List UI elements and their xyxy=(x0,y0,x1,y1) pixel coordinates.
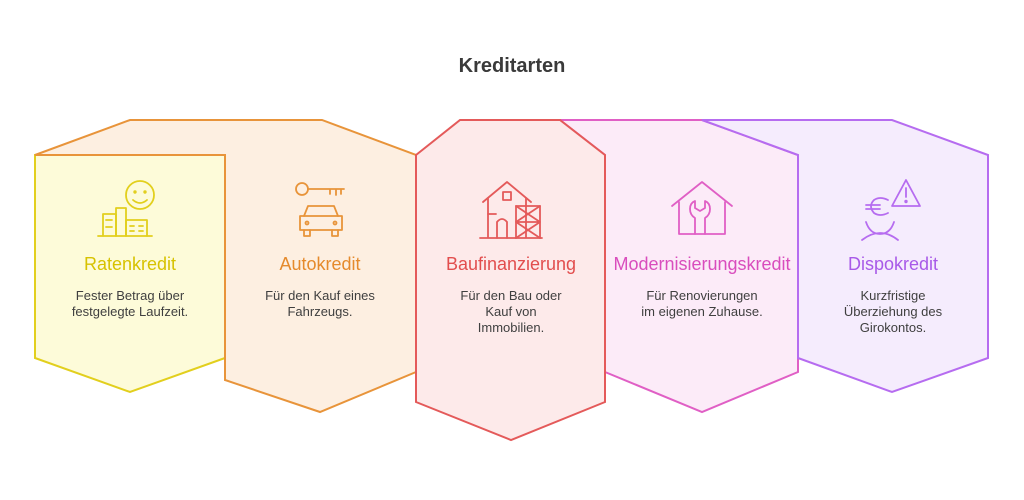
card-dispokredit-desc-line-2: Überziehung des xyxy=(844,304,943,319)
card-modernisierungskredit-title: Modernisierungskredit xyxy=(613,254,790,274)
diagram-title: Kreditarten xyxy=(459,55,566,77)
card-autokredit-desc-line-1: Für den Kauf eines xyxy=(265,288,375,303)
card-dispokredit-desc-line-1: Kurzfristige xyxy=(860,288,925,303)
card-ratenkredit-desc-line-1: Fester Betrag über xyxy=(76,288,185,303)
card-ratenkredit-desc-line-2: festgelegte Laufzeit. xyxy=(72,304,188,319)
card-modernisierungskredit-desc-line-1: Für Renovierungen xyxy=(646,288,757,303)
card-ratenkredit: Ratenkredit Fester Betrag über festgeleg… xyxy=(34,154,226,394)
card-dispokredit-desc-line-3: Girokontos. xyxy=(860,320,926,335)
car-key-icon xyxy=(295,182,345,237)
card-dispokredit-shape xyxy=(701,119,989,394)
house-wrench-icon xyxy=(671,181,733,235)
card-ratenkredit-title: Ratenkredit xyxy=(84,254,176,274)
card-dispokredit-title: Dispokredit xyxy=(848,254,938,274)
card-baufinanzierung-title: Baufinanzierung xyxy=(446,254,576,274)
card-dispokredit: Dispokredit Kurzfristige Überziehung des… xyxy=(701,119,989,394)
card-baufinanzierung-desc-line-1: Für den Bau oder xyxy=(460,288,562,303)
card-modernisierungskredit-desc-line-2: im eigenen Zuhause. xyxy=(641,304,762,319)
house-scaffold-icon xyxy=(479,181,543,239)
buildings-smiley-icon xyxy=(97,180,155,237)
card-baufinanzierung-desc-line-3: Immobilien. xyxy=(478,320,544,335)
card-baufinanzierung-shape xyxy=(415,119,606,442)
euro-warning-icon xyxy=(861,179,921,241)
card-autokredit-desc-line-2: Fahrzeugs. xyxy=(287,304,352,319)
card-baufinanzierung: Baufinanzierung Für den Bau oder Kauf vo… xyxy=(415,119,606,442)
card-autokredit-title: Autokredit xyxy=(279,254,360,274)
card-baufinanzierung-desc-line-2: Kauf von xyxy=(485,304,536,319)
